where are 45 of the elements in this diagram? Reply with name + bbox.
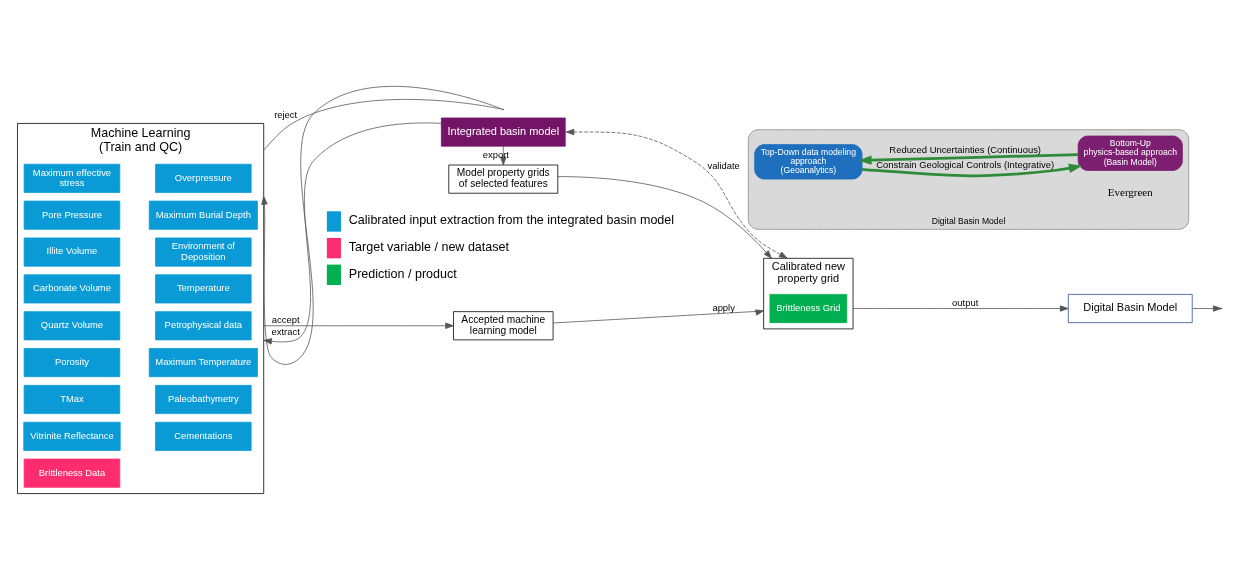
node-box: Vitrinite Reflectance [23,421,121,451]
arrow [852,305,1069,312]
arrow [263,122,442,345]
arrow [263,322,454,329]
arrow [557,176,772,259]
edge-label: Constrain Geological Controls (Integrative) [876,158,1055,170]
node-box: Model property grids of selected features [448,164,559,194]
legend-label: Prediction / product [348,266,457,281]
node-box: Porosity [23,348,121,378]
node-box: Overpressure [155,163,252,193]
legend-label: Target variable / new dataset [348,240,510,255]
node-box: TMax [23,385,121,414]
node-box: Temperature [155,274,252,304]
node-box: Paleobathymetry [155,385,252,414]
node-box: Digital Basin Model [1067,294,1193,323]
node-box: Environment of Deposition [155,237,252,267]
edge-label: apply [712,301,735,313]
arrow [552,309,765,324]
node-box: Quartz Volume [23,311,121,341]
node-box: Brittleness Grid [769,294,848,323]
node-box: Top-Down data modeling approach (Geoanalytics) [754,144,863,180]
arrow [862,163,1083,178]
legend-label: Calibrated input extraction from the integrated basin model [348,213,675,228]
node-box: Accepted machine learning model [453,311,554,341]
node-box: Pore Pressure [23,200,121,230]
edge-label: extract [271,325,300,337]
node-box: Integrated basin model [440,117,566,147]
label: Evergreen [1107,186,1153,199]
node-box: Brittleness Data [23,458,121,488]
node-box: Maximum Burial Depth [148,200,258,230]
arrow [565,128,788,259]
edge-label: output [952,296,979,308]
edge-label: Reduced Uncertainties (Continuous) [889,143,1042,155]
node-box: Cementations [155,421,252,451]
node-box: Petrophysical data [155,311,252,341]
edge-label: reject [274,108,298,120]
node-box: Carbonate Volume [23,274,121,304]
edge-label: export [482,149,509,161]
node-box: Maximum Temperature [148,348,258,378]
edge-label: validate [707,160,740,172]
edge-label: accept [271,314,300,326]
node-box: Bottom-Up physics-based approach (Basin Model) [1077,135,1183,171]
node-box: Illite Volume [23,237,121,267]
node-box: Maximum effective stress [23,163,121,193]
arrow [858,153,1078,165]
